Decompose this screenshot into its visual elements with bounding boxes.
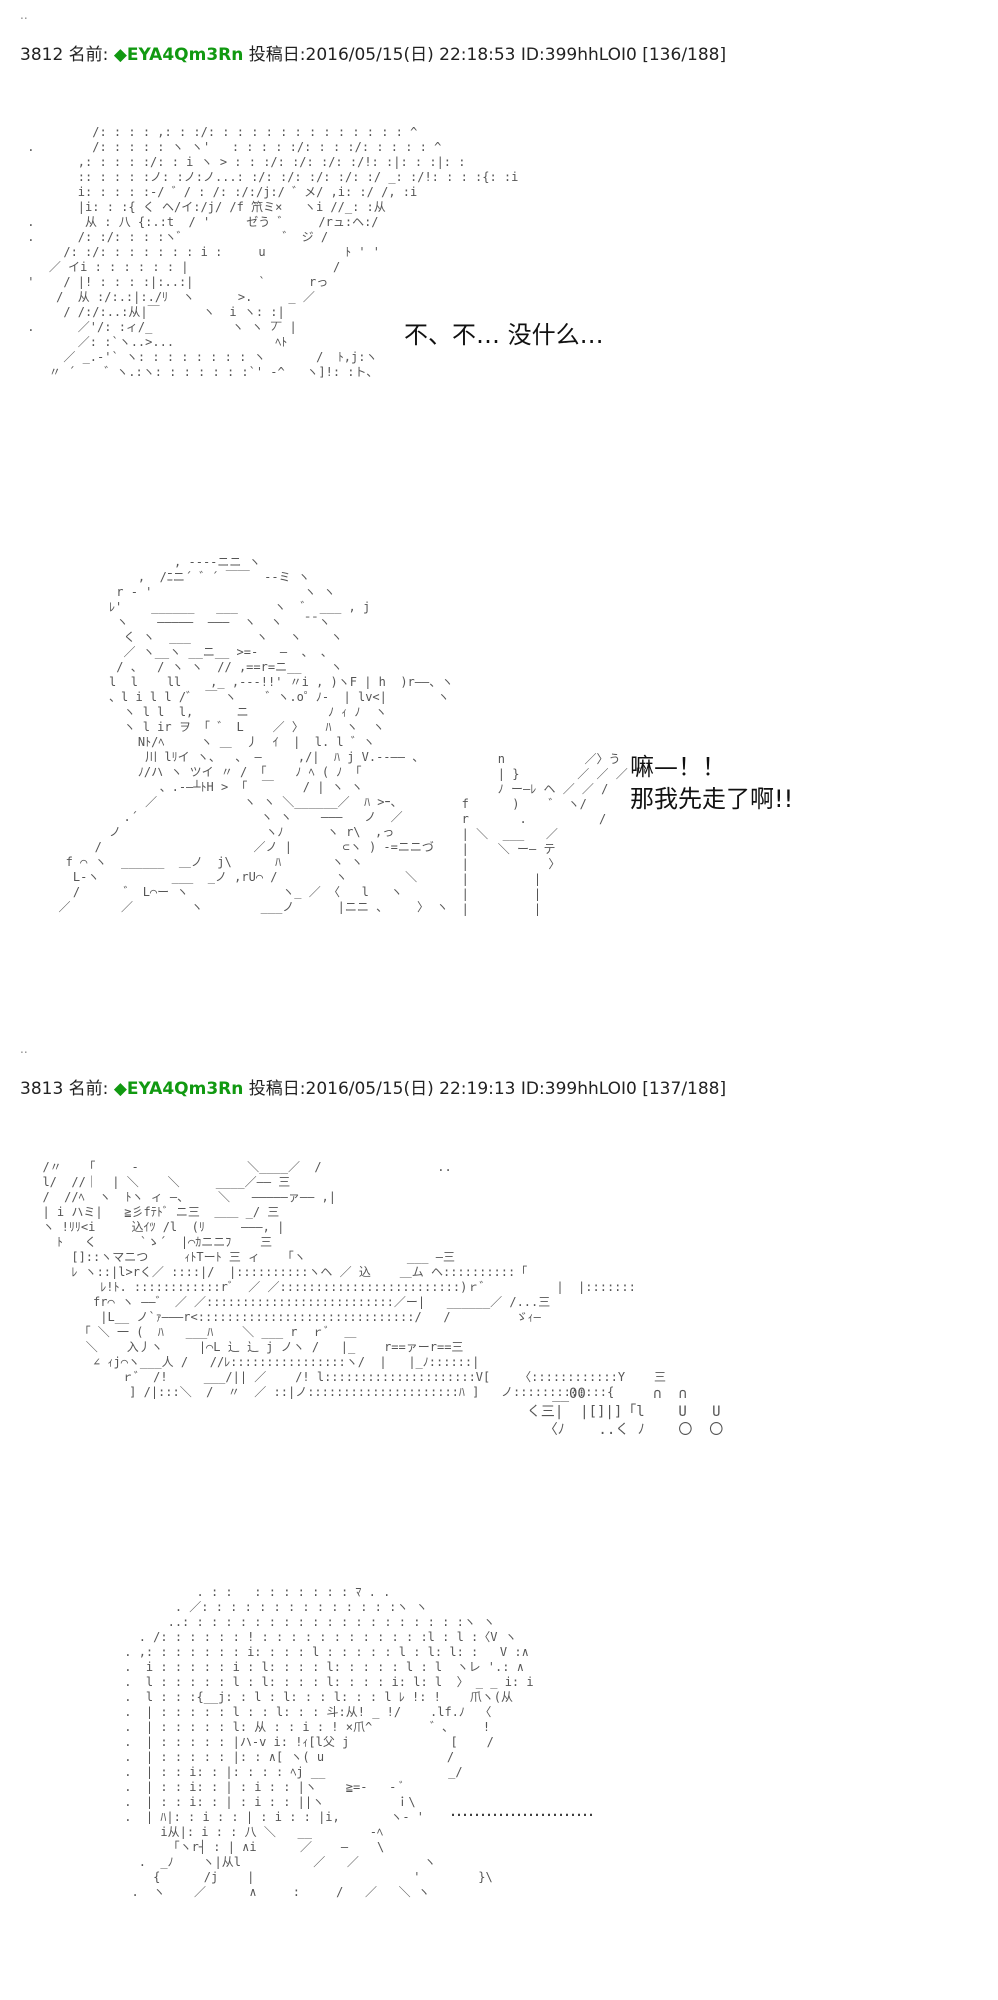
name-label: 名前: (68, 45, 109, 65)
post-header: 3813 名前: ◆EYA4Qm3Rn 投稿日:2016/05/15(日) 22… (20, 1078, 726, 1100)
post-label: 投稿日: (248, 1079, 306, 1099)
post-id: ID:399hhLOI0 (520, 45, 637, 65)
separator-mark-top: .. (20, 8, 28, 22)
post-count: [136/188] (642, 45, 727, 65)
poster-trip: ◆EYA4Qm3Rn (113, 1079, 244, 1099)
ascii-art-character-1: /: : : : ,: : :/: : : : : : : : : : : : … (27, 125, 519, 379)
post-date: 2016/05/15(日) 22:19:13 (305, 1079, 516, 1099)
post-number: 3813 (20, 1079, 64, 1099)
ascii-art-character-2: , ----ニニ ヽ , /ﾆニ´ ゛´ ￣￣ --ミ ヽ r ‐ ' ヽ ヽ … (58, 555, 454, 914)
ascii-art-small-figures: __00 ∩ ∩ く三| |[]|]「l U U 〈ﾉ ..く ﾉ 〇 〇 (526, 1386, 724, 1438)
ascii-art-character-3: /〃 「 - ＼____／ / .. l/ //｜ | ＼ ＼ ____／―― … (42, 1160, 666, 1399)
post-count: [137/188] (642, 1079, 727, 1099)
post-label: 投稿日: (248, 45, 306, 65)
ascii-art-character-4: . : : : : : : : : : ﾏ . . . ／: : : : : :… (124, 1585, 534, 1899)
post-id: ID:399hhLOI0 (520, 1079, 637, 1099)
post-number: 3812 (20, 45, 64, 65)
ascii-art-character-2-arm: n ／〉う | } ／ ／ ／ ｢' ﾉ ー―ﾚ ヘ ／ ／ / f ) ゛ ヽ… (461, 752, 649, 916)
speech-line-2a: 嘛—！！ (630, 753, 726, 781)
post-date: 2016/05/15(日) 22:18:53 (305, 45, 516, 65)
poster-trip: ◆EYA4Qm3Rn (113, 45, 244, 65)
separator-mark-middle: .. (20, 1042, 28, 1056)
speech-line-3: …………………… (450, 1800, 594, 1821)
name-label: 名前: (68, 1079, 109, 1099)
speech-line-2b: 那我先走了啊!! (630, 785, 794, 813)
post-header: 3812 名前: ◆EYA4Qm3Rn 投稿日:2016/05/15(日) 22… (20, 44, 726, 66)
speech-line-1: 不、不… 没什么… (404, 321, 604, 349)
